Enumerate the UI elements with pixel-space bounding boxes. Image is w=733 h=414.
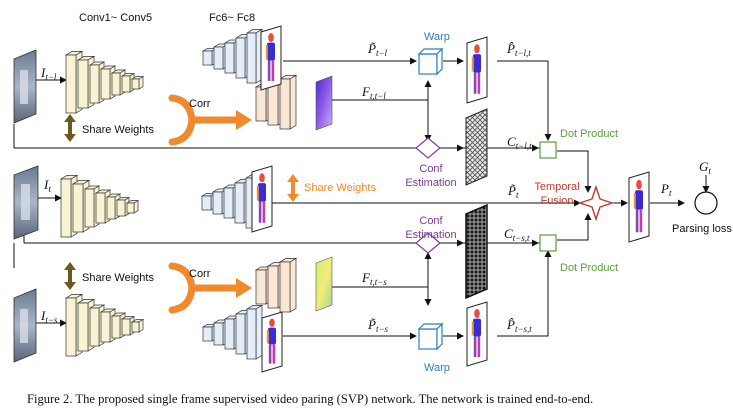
corr-label-bottom: Corr [189, 268, 211, 280]
conf-estimation-top-line1: Conf [419, 163, 443, 175]
parsing-maps [251, 25, 650, 373]
corr-arrow-top [168, 94, 240, 146]
dot-product-box-prev [539, 141, 557, 159]
c-next-symbol: Ct−s,t [504, 226, 530, 243]
conv-stacks [59, 50, 145, 357]
corr-arrow-bottom [168, 262, 240, 314]
dot-product-label-top: Dot Product [560, 128, 618, 140]
temporal-fusion-star [577, 184, 615, 222]
c-prev-symbol: Ct−l,t [507, 134, 532, 151]
parsing-map-warped-next [466, 301, 488, 367]
share-weights-arrow-bottom [64, 262, 76, 290]
input-current-symbol: It [43, 177, 51, 194]
diagram-canvas: Conv1~ Conv5 Fc6~ Fc8 Share Weights Shar… [13, 12, 732, 374]
parsing-map-warped-prev [466, 36, 488, 104]
p-tilde-next-symbol: P̃t−s [367, 317, 389, 334]
f-prev-symbol: Ft,t−l [361, 84, 386, 101]
parsing-map-fc-prev [260, 25, 282, 91]
conv-block-next-layer [130, 318, 145, 333]
parsing-loss-label: Parsing loss [672, 223, 732, 235]
g-symbol: Gt [699, 159, 711, 176]
conf-estimation-diamond-next [415, 232, 441, 254]
flow-map-next [315, 256, 333, 312]
input-next-symbol: It−s [40, 308, 58, 325]
corr-block-next-layer [278, 257, 298, 313]
conf-estimation-bottom-line1: Conf [419, 215, 443, 227]
confidence-map-next [465, 203, 488, 300]
conv-label: Conv1~ Conv5 [79, 12, 152, 24]
conf-estimation-diamond-prev [415, 137, 441, 159]
dot-product-box-next [539, 234, 557, 252]
conf-estimation-top-line2: Estimation [405, 177, 456, 189]
fc-label: Fc6~ Fc8 [209, 12, 255, 24]
p-tilde-current-symbol: P̃t [507, 183, 519, 200]
p-tilde-prev-symbol: P̃t−l [367, 41, 388, 58]
input-frame-next [13, 288, 37, 363]
conv-block-current-layer [125, 199, 140, 214]
fc-block-prev-layer [245, 28, 264, 84]
input-prev-symbol: It−l [40, 65, 57, 82]
parsing-map-fc-current [251, 165, 273, 233]
connection-lines [13, 57, 710, 340]
figure-caption: Figure 2. The proposed single frame supe… [27, 392, 594, 406]
share-weights-arrow-top [64, 114, 76, 142]
flow-map-prev [315, 75, 333, 131]
share-weights-label-middle: Share Weights [304, 182, 376, 194]
parsing-loss-circle [694, 191, 718, 215]
temporal-fusion-label-line1: Temporal [534, 181, 579, 193]
conv-block-prev-layer [130, 75, 145, 90]
share-weights-label-top: Share Weights [82, 124, 154, 136]
share-weights-label-bottom: Share Weights [82, 272, 154, 284]
share-weights-arrow-middle [287, 174, 299, 202]
corr-arrow-bottom-head [236, 278, 252, 298]
fc-block-next-layer [245, 304, 264, 360]
parsing-map-fc-next [261, 311, 283, 373]
corr-stacks [254, 74, 298, 313]
corr-arrow-top-head [236, 110, 252, 130]
p-output-symbol: Pt [660, 181, 672, 198]
temporal-fusion-label-line2: Fusion [540, 195, 573, 207]
corr-block-prev-layer [278, 74, 298, 130]
input-frame-prev [13, 49, 37, 124]
warp-label-top: Warp [424, 31, 450, 43]
conf-estimation-bottom-line2: Estimation [405, 229, 456, 241]
corr-label-top: Corr [189, 98, 211, 110]
p-hat-prev-symbol: P̂t−l,t [506, 41, 531, 58]
input-frame-current [13, 165, 39, 240]
dot-product-label-bottom: Dot Product [560, 262, 618, 274]
warp-cube-next [417, 322, 444, 351]
parsing-map-output [628, 171, 650, 243]
p-hat-next-symbol: P̂t−s,t [506, 317, 532, 334]
warp-cube-prev [417, 47, 444, 76]
warp-label-bottom: Warp [424, 362, 450, 374]
confidence-map-prev [465, 108, 488, 186]
f-next-symbol: Ft,t−s [361, 270, 387, 287]
fc-stacks [200, 28, 264, 360]
